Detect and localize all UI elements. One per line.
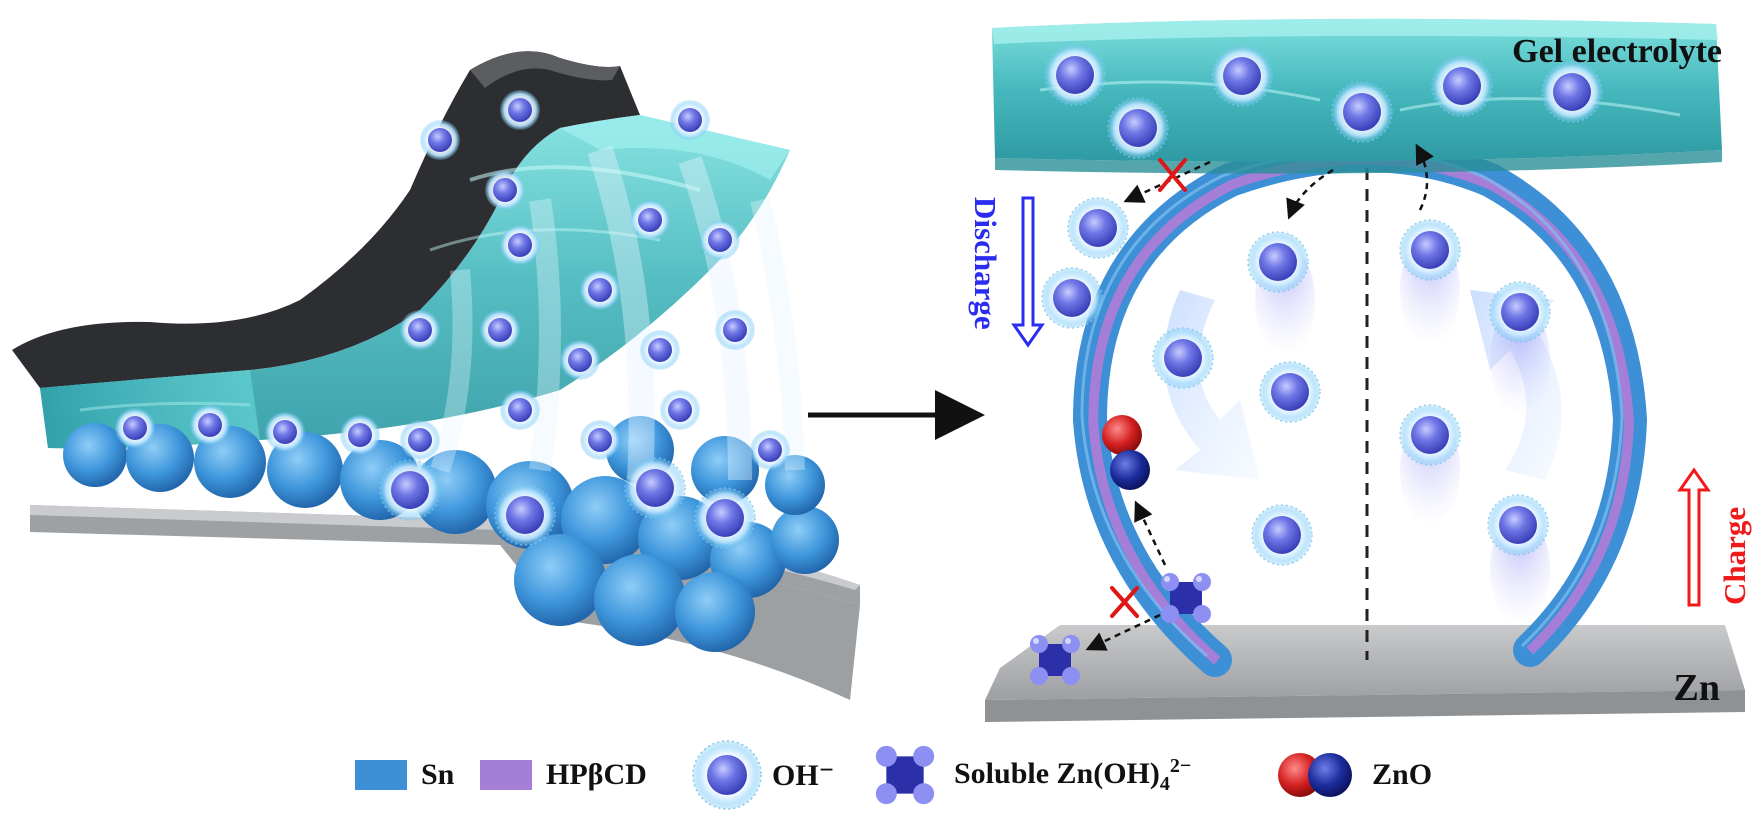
discharge-indicator: Discharge [968,196,1045,348]
legend-hpbcd-label: HPβCD [546,758,647,791]
oh-ion-icon [692,740,762,810]
zincate-formula: Soluble Zn(OH) [954,756,1160,790]
dark-top-film [12,51,640,388]
legend-item-sn: Sn [355,730,454,820]
gel-layer-left [40,115,790,449]
legend-zincate-label: Soluble Zn(OH)42− [954,755,1191,796]
hpbcd-swatch [480,760,532,790]
zincate-superscript: 2− [1169,754,1192,777]
legend-item-oh: OH⁻ [690,730,835,820]
charge-indicator: Charge [1677,467,1752,607]
zincate-subscript: 4 [1159,772,1170,795]
flexible-electrode-illustration [12,51,860,700]
legend-item-zno: ZnO [1270,730,1432,820]
zincate-icon [875,745,935,805]
zn-label: Zn [1674,667,1720,709]
zn-substrate-left [30,505,860,605]
zno-on-shell [1102,415,1150,490]
legend-item-hpbcd: HPβCD [480,730,647,820]
charge-label: Charge [1717,507,1752,605]
oh-stream [430,145,805,481]
mechanism-illustration: Gel electrolyte [968,18,1752,722]
zno-icon [1278,753,1352,797]
legend-zno-label: ZnO [1372,758,1433,791]
legend-sn-label: Sn [421,758,455,791]
discharge-label: Discharge [968,197,1003,330]
gel-electrolyte-label: Gel electrolyte [1512,33,1722,70]
zn-plate [985,625,1745,700]
legend: Sn HPβCD OH⁻ Soluble Zn(OH)42− ZnO [0,730,1756,820]
legend-item-zincate: Soluble Zn(OH)42− [870,730,1191,820]
blocked-crosses [1110,158,1187,618]
legend-oh-label: OH⁻ [772,758,835,792]
sn-swatch [355,760,407,790]
